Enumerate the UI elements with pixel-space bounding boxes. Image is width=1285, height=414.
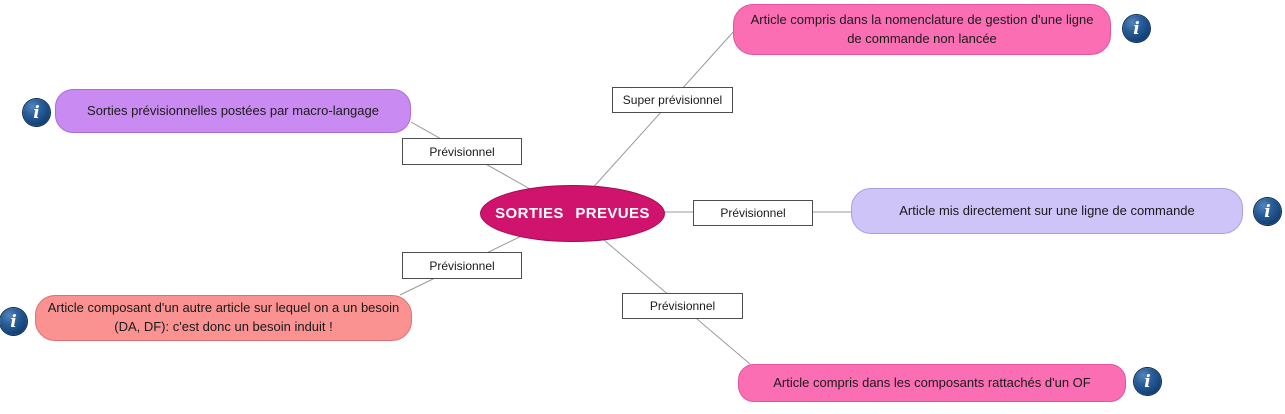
info-icon-glyph: i [1133,18,1140,39]
node-article-ligne-commande-label: Article mis directement sur une ligne de… [899,202,1195,218]
edge-label-text: Prévisionnel [720,206,786,220]
edge-label-text: Prévisionnel [429,144,495,159]
node-sorties-macro-langage: Sorties prévisionnelles postées par macr… [55,89,411,133]
edge-label-previsionnel-bottom-left: Prévisionnel [402,252,522,279]
info-icon-composant[interactable]: i [0,308,27,335]
info-icon-glyph: i [10,311,17,332]
edge-label-text: Super prévisionnel [622,93,723,107]
node-article-composant: Article composant d'un autre article sur… [35,295,412,341]
edge-label-super-previsionnel: Super prévisionnel [612,87,733,113]
center-node-sorties-prevues: SORTIES PREVUES [480,185,665,242]
node-article-composants-of: Article compris dans les composants ratt… [738,364,1126,402]
center-node-label: SORTIES PREVUES [495,205,650,222]
node-article-composant-label: Article composant d'un autre article sur… [47,300,400,334]
node-sorties-macro-langage-label: Sorties prévisionnelles postées par macr… [87,102,379,118]
info-icon-glyph: i [33,102,40,123]
node-article-nomenclature-label: Article compris dans la nomenclature de … [750,11,1094,46]
info-icon-composants-of[interactable]: i [1134,368,1161,395]
edge-label-previsionnel-top-left: Prévisionnel [402,138,522,165]
info-icon-ligne-commande[interactable]: i [1254,198,1281,225]
info-icon-glyph: i [1264,201,1271,222]
info-icon-nomenclature[interactable]: i [1123,15,1150,42]
edge-label-previsionnel-bottom-mid: Prévisionnel [622,293,743,319]
edge-label-text: Prévisionnel [649,299,716,313]
node-article-composants-of-label: Article compris dans les composants ratt… [773,374,1091,390]
info-icon-glyph: i [1144,371,1151,392]
edge-label-previsionnel-right: Prévisionnel [693,200,813,226]
edge-label-text: Prévisionnel [429,258,495,273]
info-icon-macro-langage[interactable]: i [23,99,50,126]
node-article-nomenclature: Article compris dans la nomenclature de … [733,4,1111,55]
node-article-ligne-commande: Article mis directement sur une ligne de… [851,188,1243,234]
